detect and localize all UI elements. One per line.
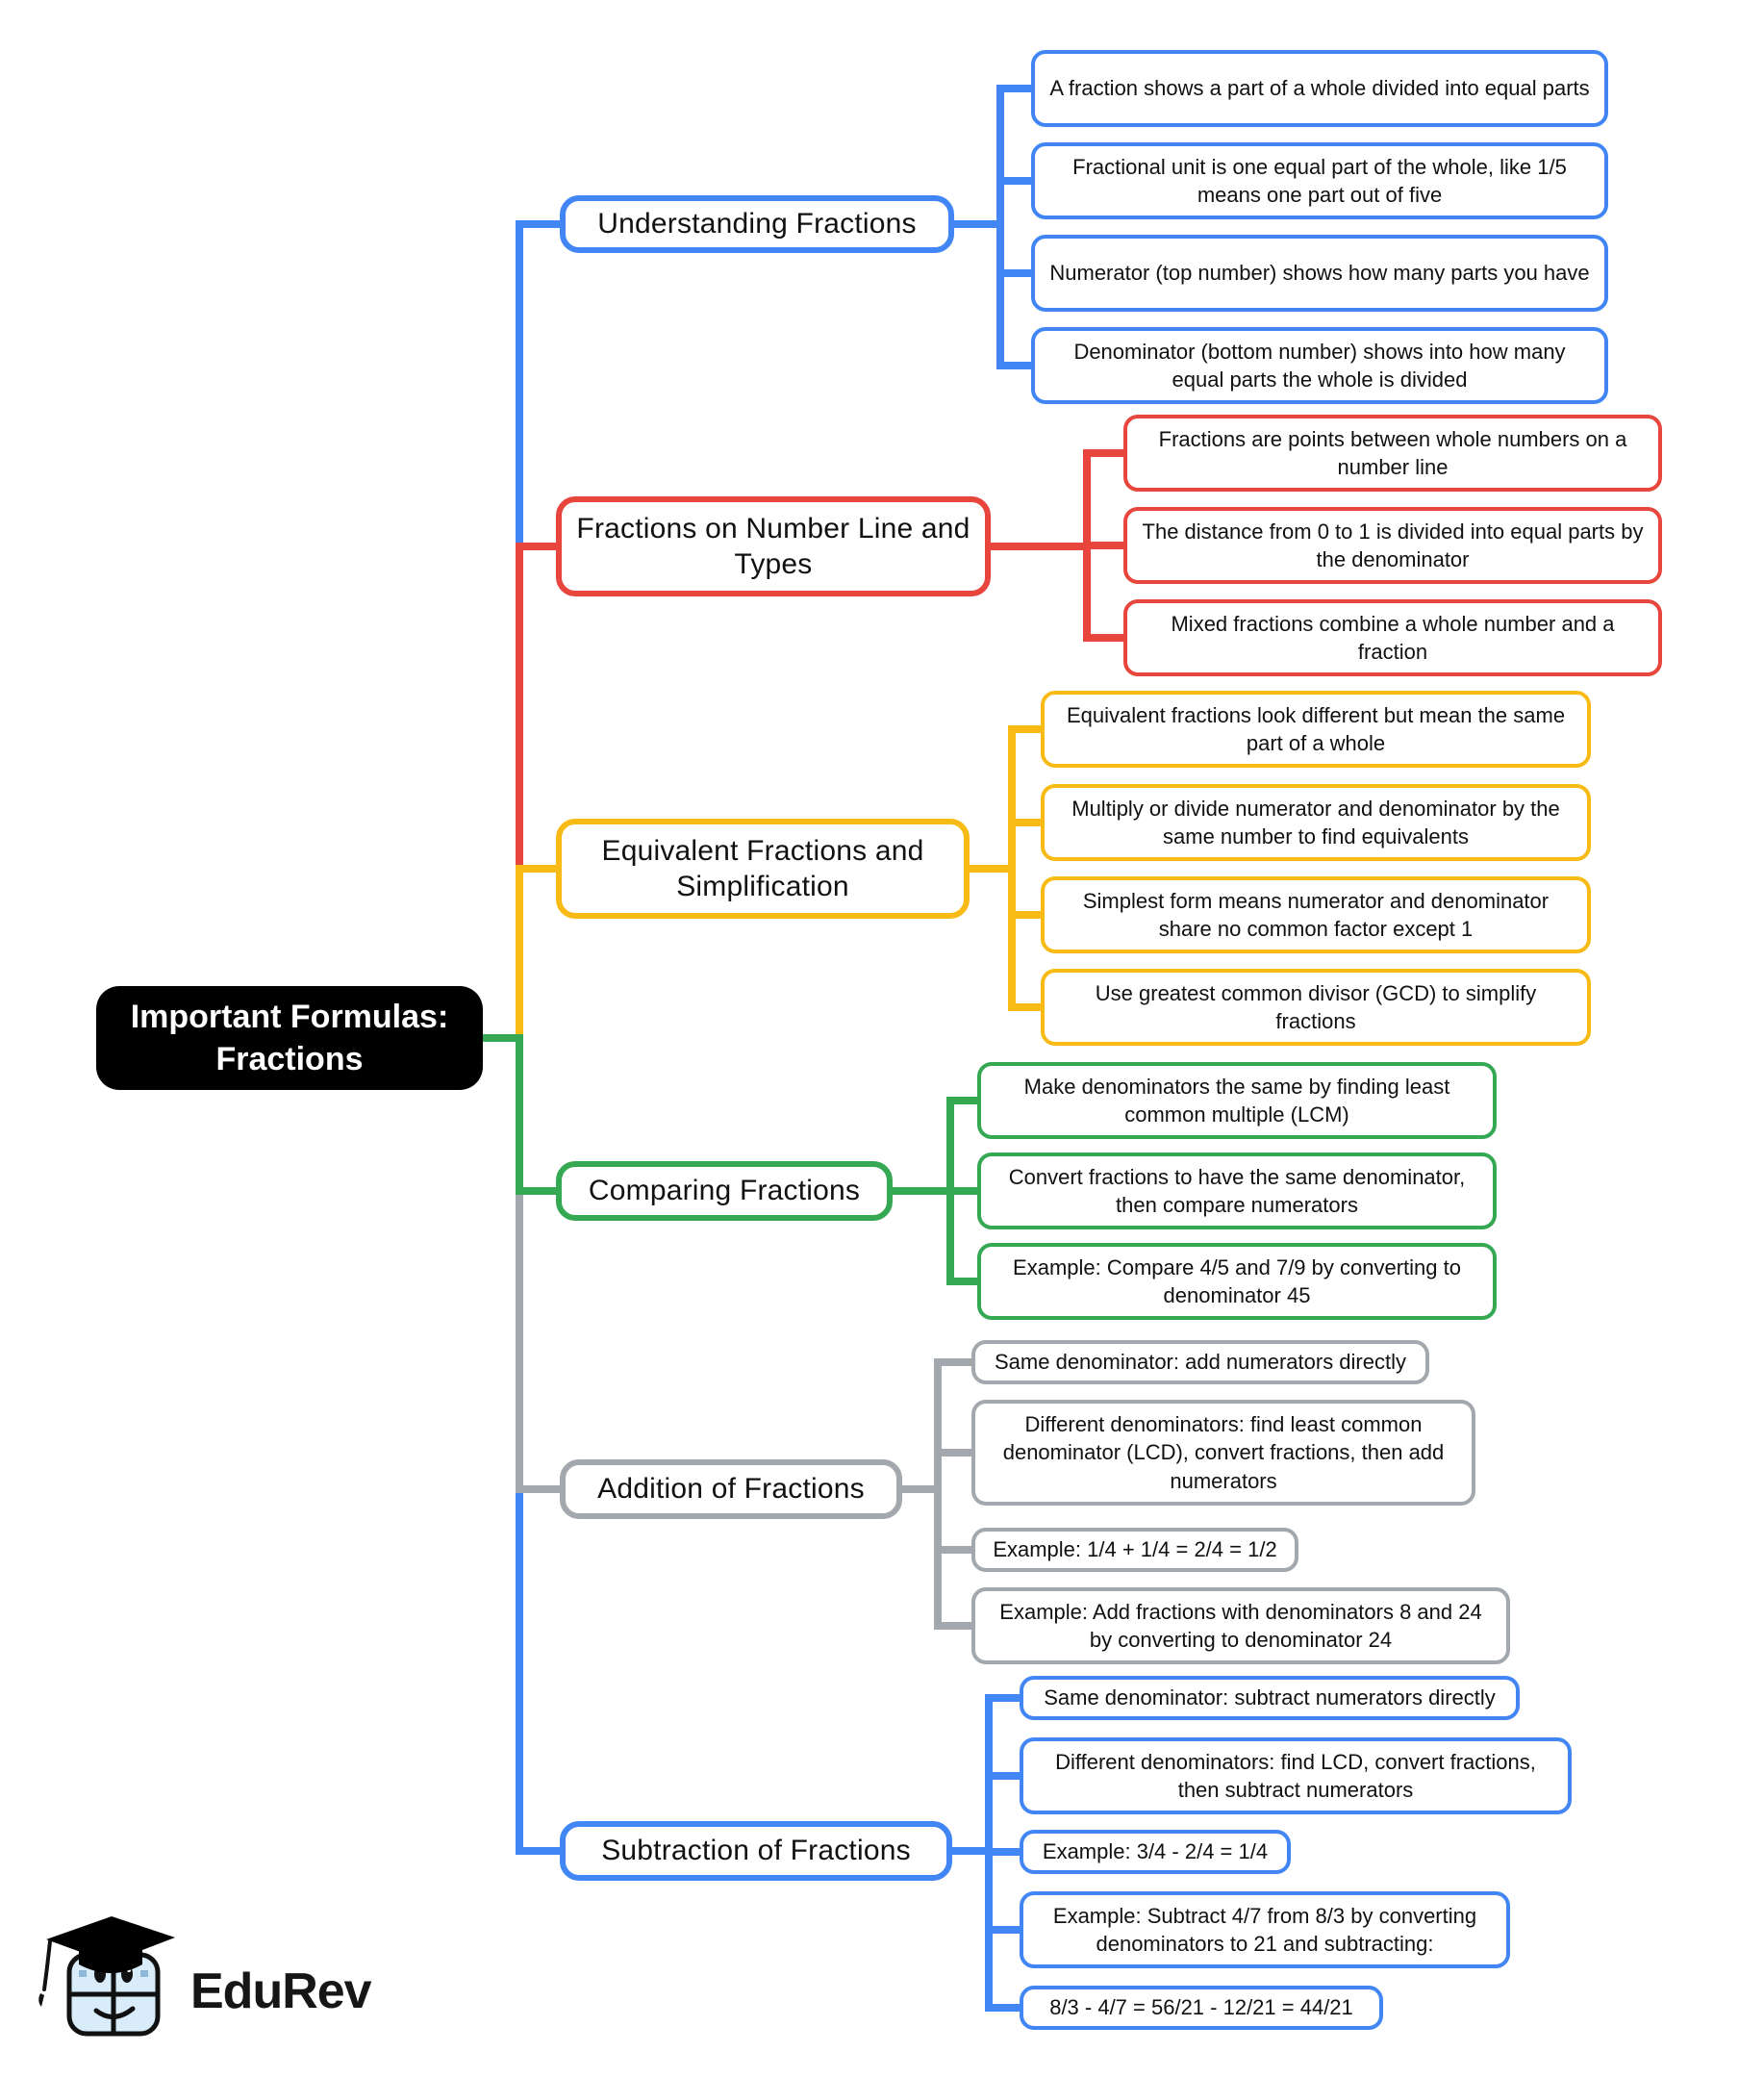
leaf-node: Use greatest common divisor (GCD) to sim… [1041,969,1591,1046]
leaf-text: Simplest form means numerator and denomi… [1082,888,1550,941]
leaf-text: Fractions are points between whole numbe… [1158,426,1627,479]
leaf-node: Different denominators: find least commo… [971,1400,1475,1506]
branch-node-understanding-fractions: Understanding Fractions [560,195,954,253]
leaf-node: Example: Subtract 4/7 from 8/3 by conver… [1020,1891,1510,1968]
branch-node-subtraction-of-fractions: Subtraction of Fractions [560,1821,952,1881]
leaf-node: Example: 3/4 - 2/4 = 1/4 [1020,1830,1291,1874]
leaf-node: Example: Add fractions with denominators… [971,1587,1510,1664]
leaf-node: The distance from 0 to 1 is divided into… [1123,507,1662,584]
leaf-node: Denominator (bottom number) shows into h… [1031,327,1608,404]
leaf-text: Multiply or divide numerator and denomin… [1071,796,1560,849]
branch-label: Subtraction of Fractions [601,1835,911,1867]
leaf-node: Simplest form means numerator and denomi… [1041,876,1591,953]
leaf-text: A fraction shows a part of a whole divid… [1049,76,1590,101]
leaf-text: Same denominator: subtract numerators di… [1044,1685,1496,1710]
leaf-node: Multiply or divide numerator and denomin… [1041,784,1591,861]
branch-node-comparing-fractions: Comparing Fractions [556,1161,893,1221]
branch-label: Fractions on Number Line and Types [576,512,970,581]
branch-label: Equivalent Fractions and Simplification [601,834,924,903]
leaf-node: Numerator (top number) shows how many pa… [1031,235,1608,312]
leaf-text: Denominator (bottom number) shows into h… [1073,339,1566,392]
leaf-text: Example: 1/4 + 1/4 = 2/4 = 1/2 [993,1537,1277,1562]
leaf-text: Same denominator: add numerators directl… [995,1350,1406,1375]
leaf-text: Make denominators the same by finding le… [1023,1074,1450,1127]
leaf-text: Example: 3/4 - 2/4 = 1/4 [1042,1839,1269,1864]
leaf-node: Fractional unit is one equal part of the… [1031,142,1608,219]
leaf-text: Different denominators: find LCD, conver… [1055,1749,1536,1802]
leaf-text: Use greatest common divisor (GCD) to sim… [1095,980,1537,1033]
leaf-node: Example: 1/4 + 1/4 = 2/4 = 1/2 [971,1528,1298,1572]
leaf-text: Example: Subtract 4/7 from 8/3 by conver… [1052,1903,1477,1956]
leaf-node: Mixed fractions combine a whole number a… [1123,599,1662,676]
root-node-label: Important Formulas: Fractions [130,998,449,1077]
leaf-node: Same denominator: subtract numerators di… [1020,1676,1520,1720]
leaf-text: 8/3 - 4/7 = 56/21 - 12/21 = 44/21 [1049,1995,1353,2020]
leaf-node: Example: Compare 4/5 and 7/9 by converti… [977,1243,1497,1320]
branch-node-equivalent-fractions: Equivalent Fractions and Simplification [556,819,970,919]
leaf-node: Make denominators the same by finding le… [977,1062,1497,1139]
leaf-node: Same denominator: add numerators directl… [971,1340,1429,1384]
leaf-node: Different denominators: find LCD, conver… [1020,1737,1572,1814]
leaf-text: Numerator (top number) shows how many pa… [1049,261,1590,286]
leaf-text: Mixed fractions combine a whole number a… [1171,611,1615,664]
root-node: Important Formulas: Fractions [96,986,483,1090]
leaf-text: Equivalent fractions look different but … [1066,702,1566,755]
spine [479,220,523,1855]
branch-node-addition-of-fractions: Addition of Fractions [560,1459,902,1519]
leaf-text: Example: Add fractions with denominators… [999,1599,1482,1652]
leaf-node: 8/3 - 4/7 = 56/21 - 12/21 = 44/21 [1020,1986,1383,2030]
leaf-text: Convert fractions to have the same denom… [1008,1164,1466,1217]
leaf-text: Different denominators: find least commo… [1002,1412,1445,1493]
branch-label: Understanding Fractions [597,208,917,241]
branch-label: Addition of Fractions [597,1473,865,1506]
edurev-mascot-icon [38,1916,175,2037]
leaf-node: Fractions are points between whole numbe… [1123,415,1662,492]
branch-node-fractions-on-number-line: Fractions on Number Line and Types [556,496,991,596]
edurev-wordmark: EduRev [190,1963,372,2019]
leaf-node: A fraction shows a part of a whole divid… [1031,50,1608,127]
leaf-node: Equivalent fractions look different but … [1041,691,1591,768]
leaf-text: Example: Compare 4/5 and 7/9 by converti… [1013,1254,1461,1307]
leaf-text: The distance from 0 to 1 is divided into… [1142,519,1644,571]
leaf-node: Convert fractions to have the same denom… [977,1152,1497,1229]
branch-label: Comparing Fractions [588,1175,861,1207]
leaf-text: Fractional unit is one equal part of the… [1072,154,1567,207]
edurev-logo: EduRev [35,1897,372,2041]
